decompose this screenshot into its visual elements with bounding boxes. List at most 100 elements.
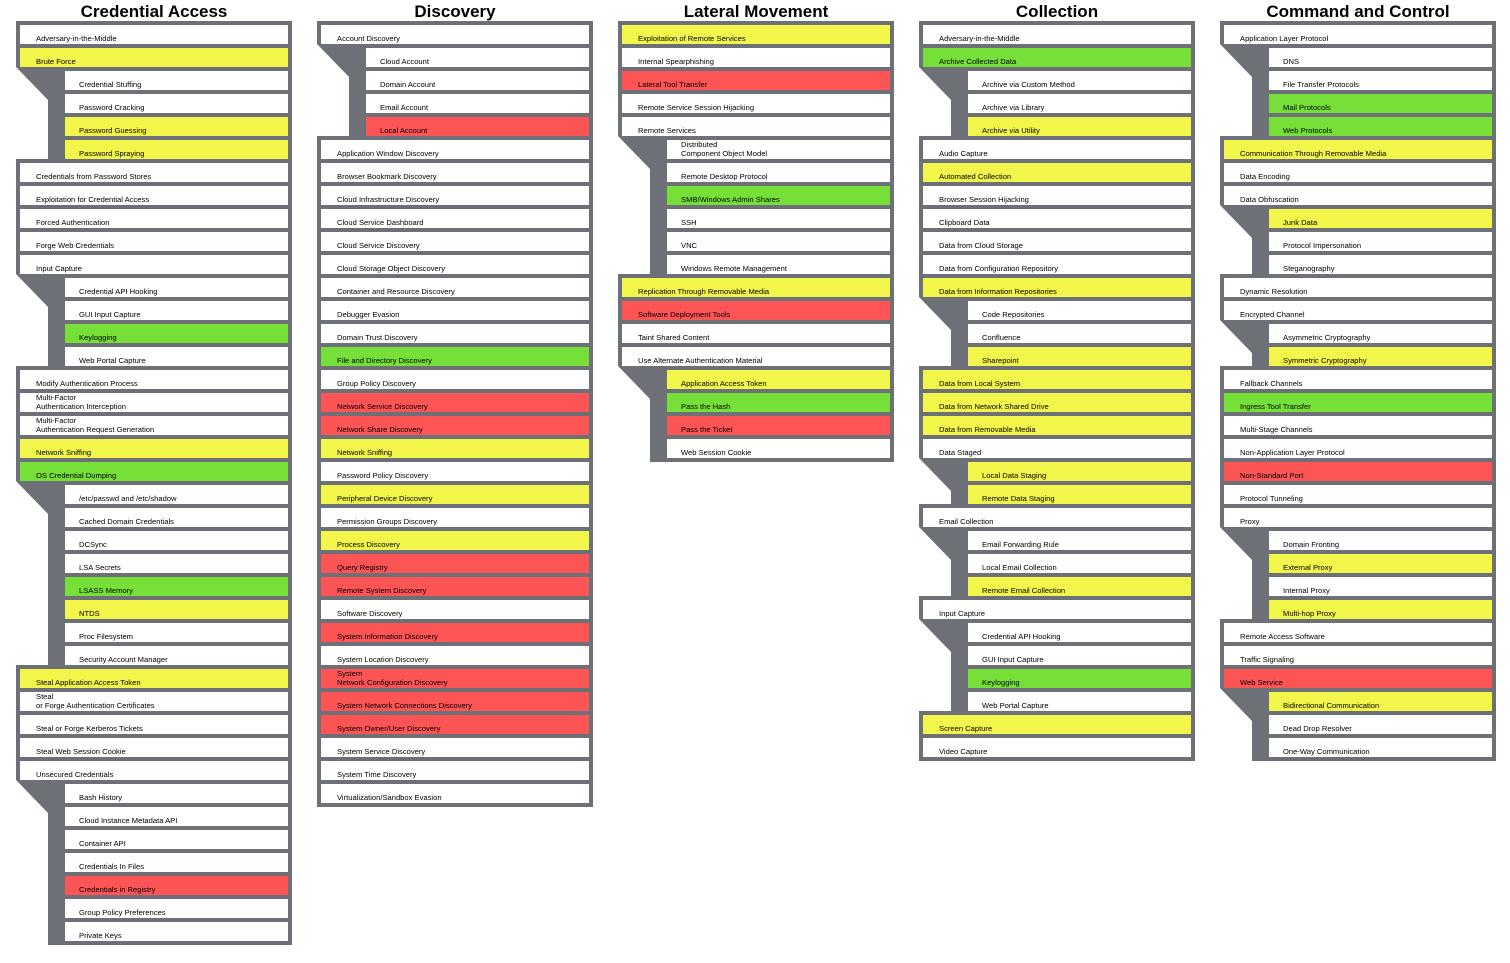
- technique-tile[interactable]: Remote Service Session Hijacking: [622, 94, 890, 113]
- technique-tile[interactable]: Steal or Forge Kerberos Tickets: [20, 715, 288, 734]
- technique-tile[interactable]: Steal Application Access Token: [20, 669, 288, 688]
- subtechnique-local-email-collection[interactable]: Local Email Collection: [968, 554, 1191, 573]
- technique-software-discovery[interactable]: Software Discovery: [317, 596, 593, 623]
- technique-non-standard-port[interactable]: Non-Standard Port: [1220, 458, 1496, 485]
- technique-tile[interactable]: System Owner/User Discovery: [321, 715, 589, 734]
- technique-network-sniffing[interactable]: Network Sniffing: [317, 435, 593, 462]
- subtechnique-confluence[interactable]: Confluence: [968, 324, 1191, 343]
- subtechnique-asymmetric-cryptography[interactable]: Asymmetric Cryptography: [1269, 324, 1492, 343]
- technique-tile[interactable]: Taint Shared Content: [622, 324, 890, 343]
- technique-tile[interactable]: OS Credential Dumping: [20, 462, 288, 481]
- technique-tile[interactable]: Credentials from Password Stores: [20, 163, 288, 182]
- technique-remote-service-session-hijacking[interactable]: Remote Service Session Hijacking: [618, 90, 894, 117]
- technique-data-from-cloud-storage[interactable]: Data from Cloud Storage: [919, 228, 1195, 255]
- technique-tile[interactable]: Non-Application Layer Protocol: [1224, 439, 1492, 458]
- technique-tile[interactable]: Virtualization/Sandbox Evasion: [321, 784, 589, 803]
- technique-tile[interactable]: Use Alternate Authentication Material: [622, 347, 890, 366]
- technique-system-network-connections-discovery[interactable]: System Network Connections Discovery: [317, 688, 593, 715]
- technique-steal-application-access-token[interactable]: Steal Application Access Token: [16, 665, 292, 692]
- subtechnique-email-account[interactable]: Email Account: [366, 94, 589, 113]
- technique-tile[interactable]: Steal Web Session Cookie: [20, 738, 288, 757]
- technique-tile[interactable]: Multi-Factor Authentication Request Gene…: [20, 416, 288, 435]
- technique-tile[interactable]: Network Sniffing: [321, 439, 589, 458]
- technique-tile[interactable]: Ingress Tool Transfer: [1224, 393, 1492, 412]
- subtechnique-code-repositories[interactable]: Code Repositories: [968, 301, 1191, 320]
- subtechnique-multi-hop-proxy[interactable]: Multi-hop Proxy: [1269, 600, 1492, 619]
- subtechnique-container-api[interactable]: Container API: [65, 830, 288, 849]
- technique-modify-authentication-process[interactable]: Modify Authentication Process: [16, 366, 292, 393]
- technique-tile[interactable]: System Location Discovery: [321, 646, 589, 665]
- technique-tile[interactable]: Process Discovery: [321, 531, 589, 550]
- technique-tile[interactable]: Dynamic Resolution: [1224, 278, 1492, 297]
- technique-tile[interactable]: Group Policy Discovery: [321, 370, 589, 389]
- technique-communication-through-removable-media[interactable]: Communication Through Removable Media: [1220, 136, 1496, 163]
- technique-tile[interactable]: Fallback Channels: [1224, 370, 1492, 389]
- technique-tile[interactable]: Network Service Discovery: [321, 393, 589, 412]
- subtechnique-external-proxy[interactable]: External Proxy: [1269, 554, 1492, 573]
- subtechnique-junk-data[interactable]: Junk Data: [1269, 209, 1492, 228]
- technique-tile[interactable]: Non-Standard Port: [1224, 462, 1492, 481]
- technique-tile[interactable]: Unsecured Credentials: [20, 761, 288, 780]
- subtechnique-lsass-memory[interactable]: LSASS Memory: [65, 577, 288, 596]
- technique-tile[interactable]: Archive Collected Data: [923, 48, 1191, 67]
- technique-tile[interactable]: Browser Session Hijacking: [923, 186, 1191, 205]
- subtechnique-protocol-impersonation[interactable]: Protocol Impersonation: [1269, 232, 1492, 251]
- technique-software-deployment-tools[interactable]: Software Deployment Tools: [618, 297, 894, 324]
- technique-tile[interactable]: Protocol Tunneling: [1224, 485, 1492, 504]
- technique-system-service-discovery[interactable]: System Service Discovery: [317, 734, 593, 761]
- technique-file-and-directory-discovery[interactable]: File and Directory Discovery: [317, 343, 593, 370]
- technique-tile[interactable]: Adversary-in-the-Middle: [20, 25, 288, 44]
- technique-system-owner-user-discovery[interactable]: System Owner/User Discovery: [317, 711, 593, 738]
- subtechnique-internal-proxy[interactable]: Internal Proxy: [1269, 577, 1492, 596]
- technique-tile[interactable]: Cloud Service Discovery: [321, 232, 589, 251]
- technique-tile[interactable]: Cloud Storage Object Discovery: [321, 255, 589, 274]
- technique-data-from-network-shared-drive[interactable]: Data from Network Shared Drive: [919, 389, 1195, 416]
- technique-container-and-resource-discovery[interactable]: Container and Resource Discovery: [317, 274, 593, 301]
- subtechnique-sharepoint[interactable]: Sharepoint: [968, 347, 1191, 366]
- technique-tile[interactable]: Debugger Evasion: [321, 301, 589, 320]
- technique-adversary-in-the-middle[interactable]: Adversary-in-the-Middle: [16, 21, 292, 48]
- technique-network-sniffing[interactable]: Network Sniffing: [16, 435, 292, 462]
- technique-system-time-discovery[interactable]: System Time Discovery: [317, 757, 593, 784]
- subtechnique-gui-input-capture[interactable]: GUI Input Capture: [65, 301, 288, 320]
- technique-browser-session-hijacking[interactable]: Browser Session Hijacking: [919, 182, 1195, 209]
- technique-ingress-tool-transfer[interactable]: Ingress Tool Transfer: [1220, 389, 1496, 416]
- subtechnique-domain-account[interactable]: Domain Account: [366, 71, 589, 90]
- subtechnique-ssh[interactable]: SSH: [667, 209, 890, 228]
- subtechnique-domain-fronting[interactable]: Domain Fronting: [1269, 531, 1492, 550]
- subtechnique-one-way-communication[interactable]: One-Way Communication: [1269, 738, 1492, 757]
- subtechnique-dead-drop-resolver[interactable]: Dead Drop Resolver: [1269, 715, 1492, 734]
- technique-tile[interactable]: Forge Web Credentials: [20, 232, 288, 251]
- technique-process-discovery[interactable]: Process Discovery: [317, 527, 593, 554]
- technique-cloud-service-dashboard[interactable]: Cloud Service Dashboard: [317, 205, 593, 232]
- subtechnique-smb-windows-admin-shares[interactable]: SMB/Windows Admin Shares: [667, 186, 890, 205]
- technique-tile[interactable]: Network Sniffing: [20, 439, 288, 458]
- subtechnique-cloud-instance-metadata-api[interactable]: Cloud Instance Metadata API: [65, 807, 288, 826]
- subtechnique-credentials-in-files[interactable]: Credentials In Files: [65, 853, 288, 872]
- subtechnique-web-portal-capture[interactable]: Web Portal Capture: [65, 347, 288, 366]
- technique-tile[interactable]: Brute Force: [20, 48, 288, 67]
- subtechnique-symmetric-cryptography[interactable]: Symmetric Cryptography: [1269, 347, 1492, 366]
- subtechnique-cached-domain-credentials[interactable]: Cached Domain Credentials: [65, 508, 288, 527]
- technique-tile[interactable]: Web Service: [1224, 669, 1492, 688]
- subtechnique-windows-remote-management[interactable]: Windows Remote Management: [667, 255, 890, 274]
- subtechnique-web-protocols[interactable]: Web Protocols: [1269, 117, 1492, 136]
- technique-tile[interactable]: Screen Capture: [923, 715, 1191, 734]
- technique-tile[interactable]: Exploitation of Remote Services: [622, 25, 890, 44]
- technique-domain-trust-discovery[interactable]: Domain Trust Discovery: [317, 320, 593, 347]
- technique-tile[interactable]: Forced Authentication: [20, 209, 288, 228]
- technique-data-encoding[interactable]: Data Encoding: [1220, 159, 1496, 186]
- technique-data-from-removable-media[interactable]: Data from Removable Media: [919, 412, 1195, 439]
- technique-tile[interactable]: Multi-Factor Authentication Interception: [20, 393, 288, 412]
- technique-exploitation-for-credential-access[interactable]: Exploitation for Credential Access: [16, 182, 292, 209]
- technique-tile[interactable]: System Network Connections Discovery: [321, 692, 589, 711]
- subtechnique-etc-passwd-and-etc-shadow[interactable]: /etc/passwd and /etc/shadow: [65, 485, 288, 504]
- technique-tile[interactable]: Data from Information Repositories: [923, 278, 1191, 297]
- technique-virtualization-sandbox-evasion[interactable]: Virtualization/Sandbox Evasion: [317, 780, 593, 807]
- technique-tile[interactable]: Application Layer Protocol: [1224, 25, 1492, 44]
- technique-clipboard-data[interactable]: Clipboard Data: [919, 205, 1195, 232]
